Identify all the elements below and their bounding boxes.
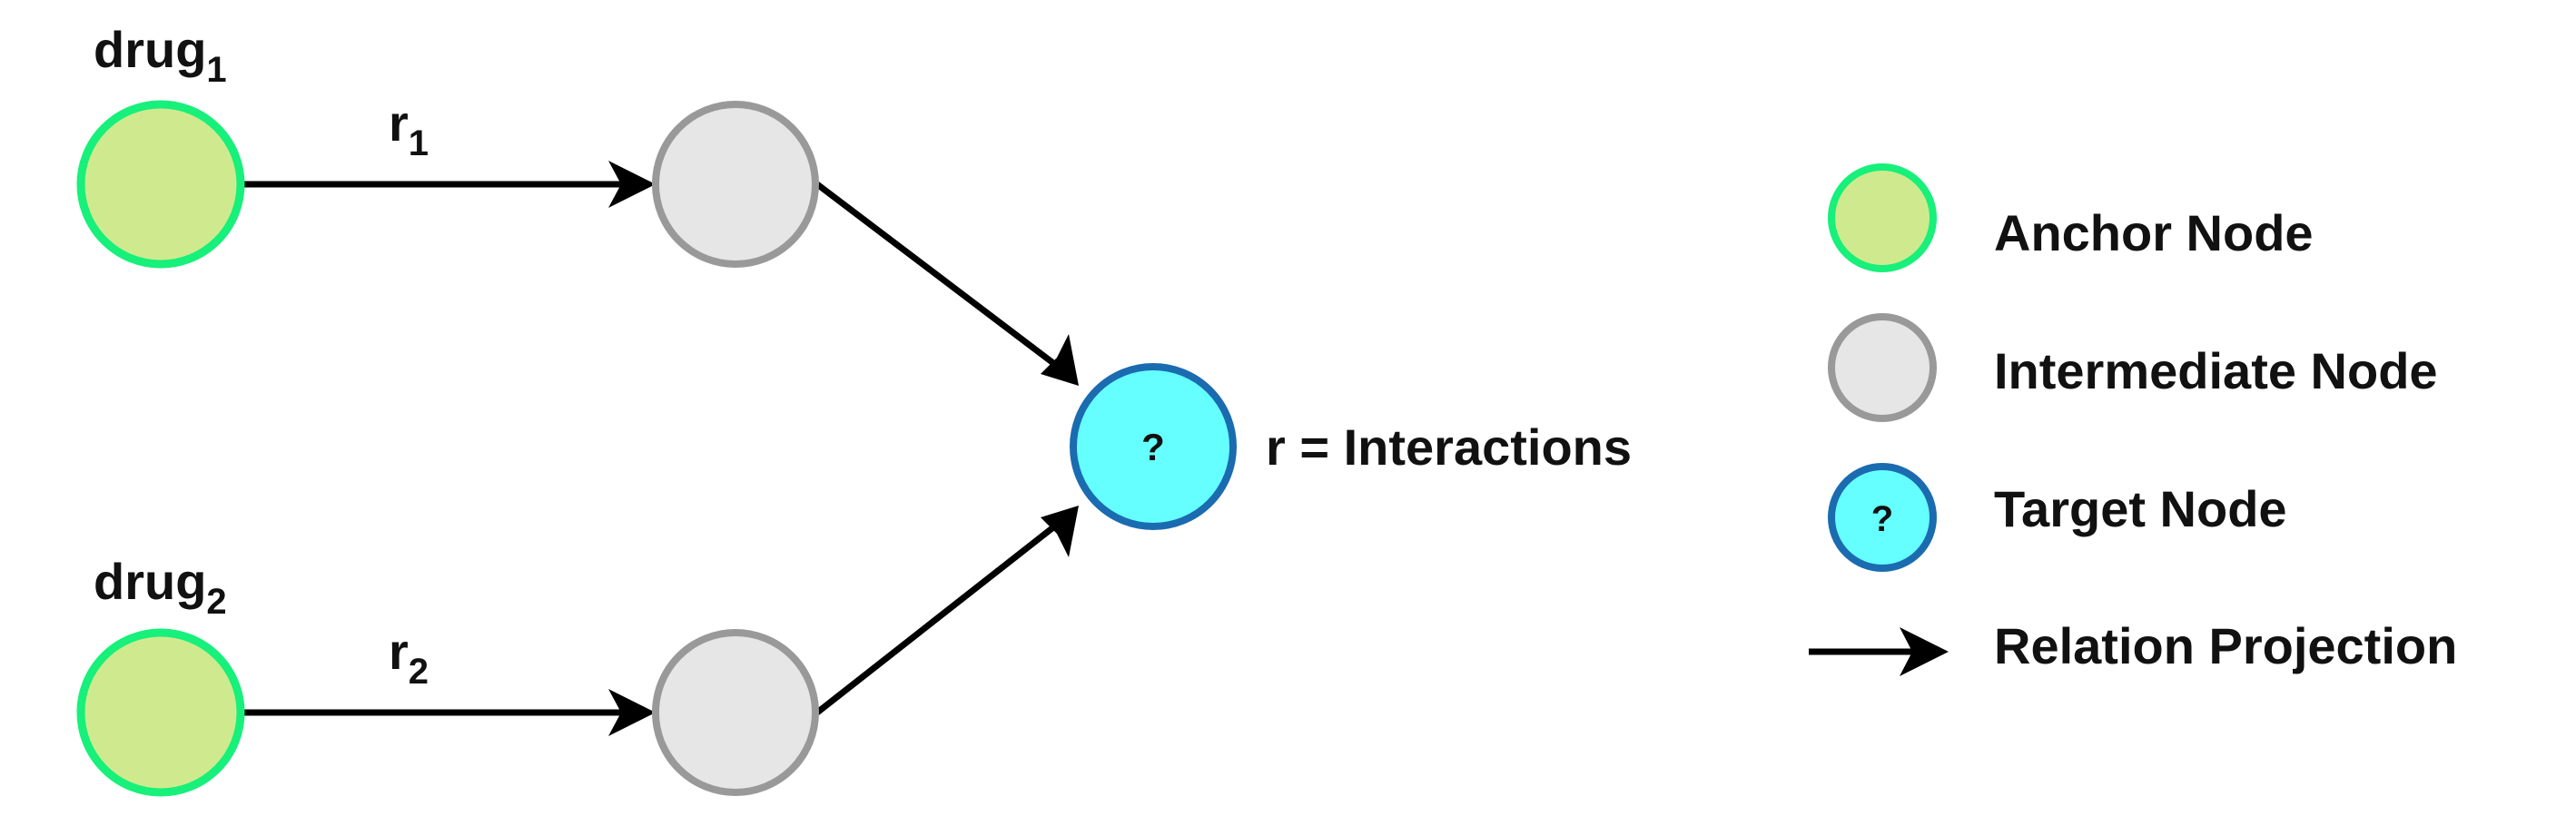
legend-intermediate-swatch bbox=[1828, 313, 1937, 422]
intermediate-node-1 bbox=[652, 101, 819, 268]
anchor-label-drug1-main: drug bbox=[94, 21, 206, 78]
legend-target-label: Target Node bbox=[1994, 480, 2287, 537]
relation-label-r1: r1 bbox=[389, 94, 429, 163]
legend-projection-arrowhead bbox=[1900, 627, 1949, 676]
relation-label-r2: r2 bbox=[389, 623, 429, 692]
anchor-label-drug1: drug1 bbox=[94, 21, 227, 90]
nodes: ? bbox=[76, 100, 1237, 797]
target-node-symbol: ? bbox=[1141, 426, 1165, 468]
target-relation-label: r = Interactions bbox=[1266, 418, 1632, 476]
arrowhead-r2 bbox=[608, 689, 656, 736]
edge-intermediate2-to-target bbox=[814, 525, 1056, 715]
legend-target-swatch bbox=[1828, 463, 1937, 572]
legend-projection-label: Relation Projection bbox=[1994, 617, 2457, 674]
anchor-label-drug2-main: drug bbox=[94, 553, 206, 610]
legend: Anchor Node Intermediate Node ? Target N… bbox=[1809, 163, 2457, 676]
legend-anchor-label: Anchor Node bbox=[1994, 204, 2314, 261]
anchor-label-drug2-sub: 2 bbox=[206, 582, 226, 622]
legend-anchor-swatch bbox=[1828, 163, 1937, 272]
anchor-label-drug1-sub: 1 bbox=[206, 50, 226, 90]
labels: drug1 drug2 r1 r2 r = Interactions bbox=[94, 21, 1632, 692]
relation-label-r2-sub: 2 bbox=[409, 652, 429, 692]
relation-label-r1-sub: 1 bbox=[409, 123, 429, 163]
edges bbox=[243, 161, 1079, 736]
target-node bbox=[1070, 363, 1237, 530]
relation-label-r2-main: r bbox=[389, 623, 409, 680]
legend-intermediate-label: Intermediate Node bbox=[1994, 342, 2438, 399]
legend-target-symbol: ? bbox=[1871, 499, 1893, 539]
anchor-node-drug1 bbox=[76, 100, 245, 269]
arrowhead-interaction-top bbox=[1041, 334, 1079, 386]
edge-intermediate1-to-target bbox=[814, 182, 1056, 366]
anchor-node-drug2 bbox=[76, 628, 245, 797]
anchor-label-drug2: drug2 bbox=[94, 553, 227, 622]
arrowhead-r1 bbox=[608, 161, 656, 208]
intermediate-node-2 bbox=[652, 629, 819, 796]
arrowhead-interaction-bottom bbox=[1041, 506, 1079, 557]
relation-label-r1-main: r bbox=[389, 94, 409, 152]
